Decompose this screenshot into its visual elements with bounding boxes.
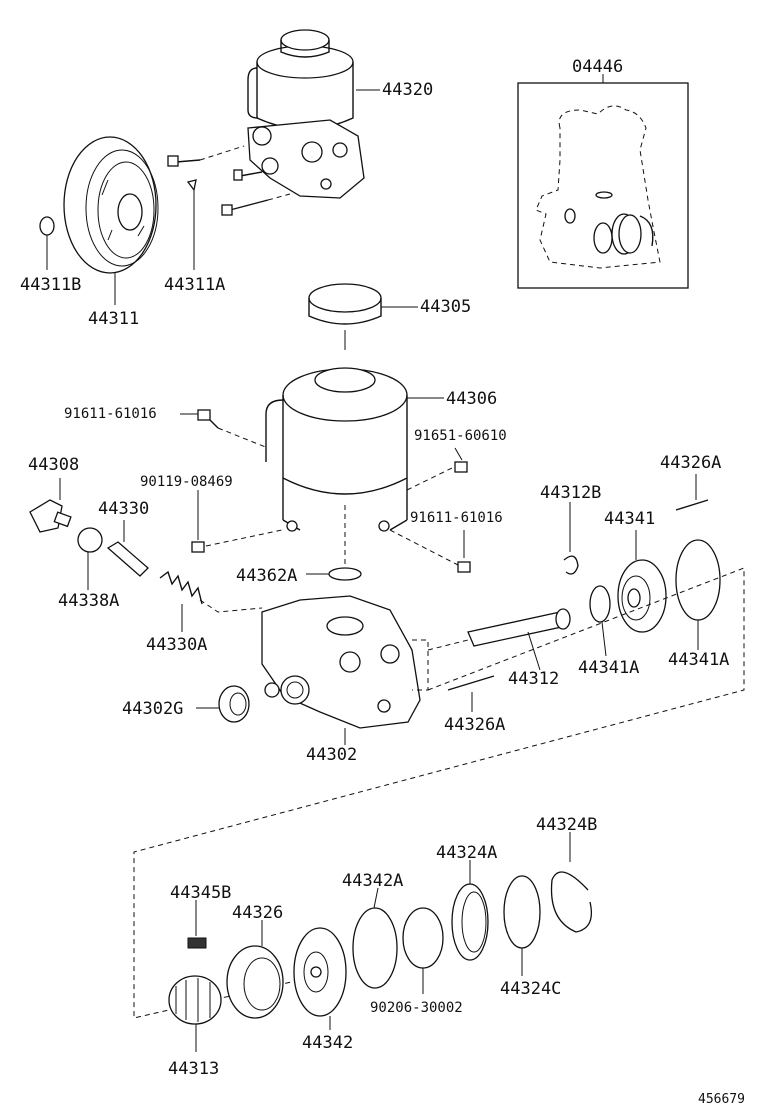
label-91651: 91651-60610 (414, 428, 507, 444)
label-91611-mid: 91611-61016 (410, 510, 503, 526)
label-44311B: 44311B (20, 275, 81, 295)
label-91611-top: 91611-61016 (64, 406, 157, 422)
figure-number: 456679 (698, 1092, 745, 1107)
label-44326: 44326 (232, 903, 283, 923)
label-44312: 44312 (508, 669, 559, 689)
label-44320: 44320 (382, 80, 433, 100)
label-44330: 44330 (98, 499, 149, 519)
label-90206: 90206-30002 (370, 1000, 463, 1016)
pump-assembly-drawing (167, 29, 365, 270)
label-44326A-top: 44326A (660, 453, 721, 473)
label-44311A: 44311A (164, 275, 225, 295)
label-44342: 44342 (302, 1033, 353, 1053)
oring-44362A-drawing (306, 567, 362, 581)
cartridge-kit-drawing (168, 832, 593, 1052)
reservoir-drawing (191, 283, 471, 573)
label-44341A-2: 44341A (668, 650, 729, 670)
label-44362A: 44362A (236, 566, 297, 586)
label-44338A: 44338A (58, 591, 119, 611)
label-44342A: 44342A (342, 871, 403, 891)
label-44308: 44308 (28, 455, 79, 475)
label-44312B: 44312B (540, 483, 601, 503)
label-44326A-mid: 44326A (444, 715, 505, 735)
flow-control-valve-drawing (29, 478, 263, 632)
pump-housing-drawing (196, 595, 429, 745)
label-90119: 90119-08469 (140, 474, 233, 490)
label-44306: 44306 (446, 389, 497, 409)
label-44305: 44305 (420, 297, 471, 317)
label-44345B: 44345B (170, 883, 231, 903)
label-04446: 04446 (572, 57, 623, 77)
label-44311: 44311 (88, 309, 139, 329)
label-44302: 44302 (306, 745, 357, 765)
label-44324C: 44324C (500, 979, 561, 999)
label-44324B: 44324B (536, 815, 597, 835)
label-44330A: 44330A (146, 635, 207, 655)
pulley-drawing (39, 136, 159, 305)
shaft-and-seals-drawing (133, 474, 745, 1019)
callout-labels: 04446 44320 44311B 44311A 44311 44305 44… (20, 57, 745, 1107)
gasket-kit-box (517, 74, 689, 289)
label-44313: 44313 (168, 1059, 219, 1079)
label-44324A: 44324A (436, 843, 497, 863)
label-44341: 44341 (604, 509, 655, 529)
label-44341A-1: 44341A (578, 658, 639, 678)
label-44302G: 44302G (122, 699, 183, 719)
